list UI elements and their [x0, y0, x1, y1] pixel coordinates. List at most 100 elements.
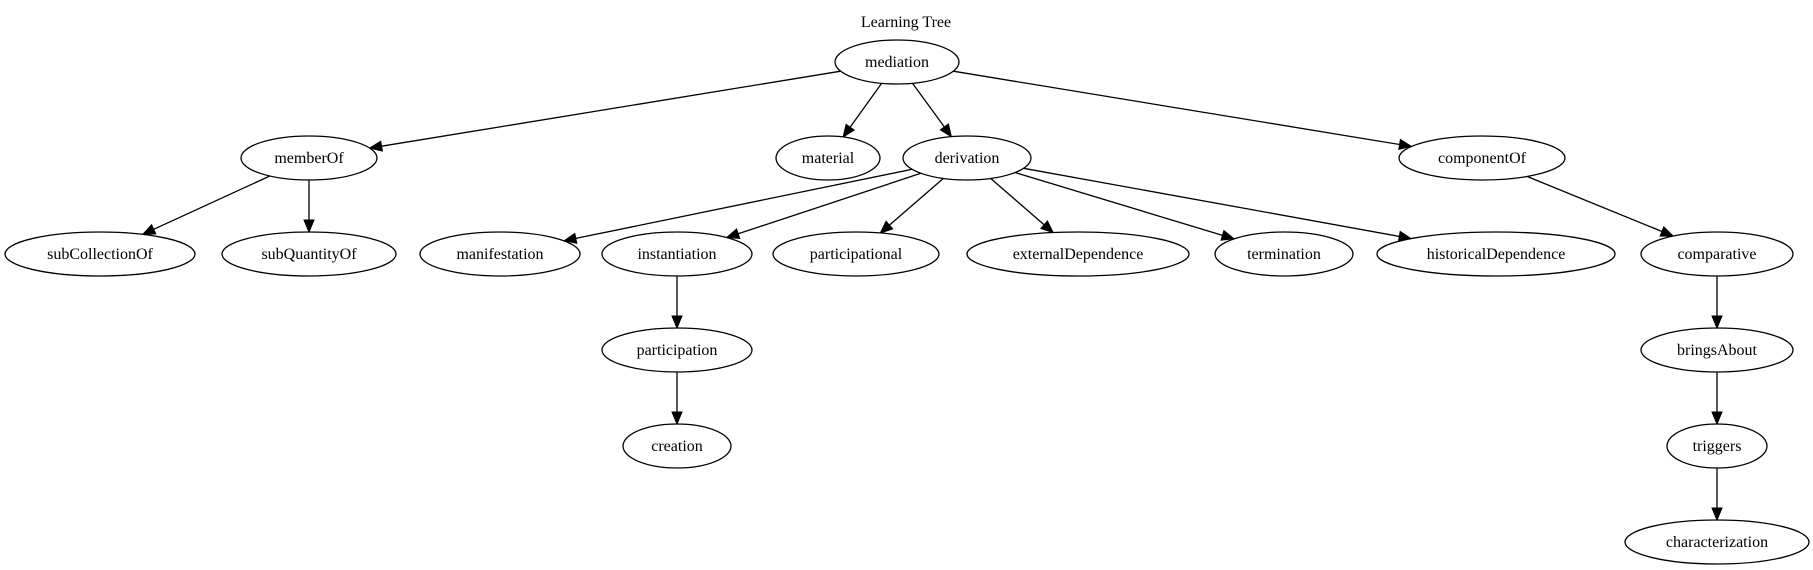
node-triggers: triggers — [1666, 423, 1768, 469]
edge-line — [1526, 175, 1663, 233]
arrowhead-icon — [303, 219, 315, 234]
edge-line — [990, 177, 1045, 226]
node-ellipse — [775, 135, 881, 181]
edge-line — [381, 70, 841, 147]
arrowhead-icon — [879, 220, 894, 234]
node-mediation: mediation — [834, 39, 960, 85]
node-ellipse — [902, 135, 1032, 181]
edge-memberOf-to-subCollectionOf — [141, 175, 271, 235]
node-ellipse — [1640, 327, 1794, 373]
node-subQuantityOf: subQuantityOf — [221, 231, 397, 277]
edge-mediation-to-derivation — [911, 82, 953, 138]
node-ellipse — [1214, 231, 1354, 277]
node-label: material — [802, 150, 855, 167]
edge-line — [1014, 171, 1223, 237]
edge-participation-to-creation — [671, 372, 683, 426]
edge-line — [953, 70, 1400, 146]
node-ellipse — [772, 231, 940, 277]
node-instantiation: instantiation — [601, 231, 753, 277]
node-label: derivation — [935, 150, 1000, 167]
node-externalDependence: externalDependence — [966, 231, 1190, 277]
node-label: participational — [810, 246, 903, 263]
edge-componentOf-to-comparative — [1526, 175, 1675, 237]
node-componentOf: componentOf — [1398, 135, 1566, 181]
node-ellipse — [834, 39, 960, 85]
arrowhead-icon — [1220, 229, 1236, 241]
node-ellipse — [966, 231, 1190, 277]
edge-line — [153, 175, 271, 230]
arrowhead-icon — [141, 223, 157, 235]
nodes-layer: mediation memberOf material derivation compo… — [4, 39, 1810, 565]
node-manifestation: manifestation — [419, 231, 581, 277]
edge-instantiation-to-participation — [671, 276, 683, 330]
node-ellipse — [1666, 423, 1768, 469]
node-label: participation — [637, 342, 718, 359]
node-label: comparative — [1677, 246, 1756, 263]
arrowhead-icon — [725, 228, 741, 240]
node-ellipse — [240, 135, 378, 181]
edge-triggers-to-characterization — [1711, 468, 1723, 522]
node-ellipse — [601, 327, 753, 373]
edge-memberOf-to-subQuantityOf — [303, 180, 315, 234]
node-label: componentOf — [1438, 150, 1527, 167]
node-participational: participational — [772, 231, 940, 277]
edge-derivation-to-instantiation — [725, 172, 922, 240]
edge-derivation-to-termination — [1014, 171, 1236, 241]
node-ellipse — [1398, 135, 1566, 181]
edge-derivation-to-externalDependence — [990, 177, 1055, 234]
node-derivation: derivation — [902, 135, 1032, 181]
node-memberOf: memberOf — [240, 135, 378, 181]
edge-derivation-to-manifestation — [562, 168, 913, 244]
edge-derivation-to-participational — [879, 177, 944, 234]
edge-comparative-to-bringsAbout — [1711, 276, 1723, 330]
node-label: subCollectionOf — [47, 246, 153, 263]
diagram-title: Learning Tree — [861, 14, 951, 31]
node-ellipse — [419, 231, 581, 277]
node-ellipse — [1640, 231, 1794, 277]
edge-line — [575, 168, 913, 240]
arrowhead-icon — [1398, 138, 1413, 151]
node-ellipse — [1376, 231, 1616, 277]
arrowhead-icon — [368, 140, 384, 152]
node-label: mediation — [865, 54, 929, 71]
edges-layer — [141, 70, 1723, 522]
node-label: externalDependence — [1013, 246, 1144, 263]
edge-line — [911, 82, 945, 128]
arrowhead-icon — [1659, 226, 1675, 237]
edge-mediation-to-memberOf — [368, 70, 841, 152]
node-label: bringsAbout — [1677, 342, 1758, 359]
edge-mediation-to-material — [842, 82, 883, 139]
node-label: historicalDependence — [1427, 246, 1566, 263]
arrowhead-icon — [842, 123, 856, 139]
edge-mediation-to-componentOf — [953, 70, 1413, 151]
arrowhead-icon — [1711, 315, 1723, 330]
node-label: manifestation — [456, 246, 543, 263]
arrowhead-icon — [939, 123, 953, 138]
node-ellipse — [4, 231, 196, 277]
node-label: triggers — [1693, 438, 1742, 455]
node-comparative: comparative — [1640, 231, 1794, 277]
arrowhead-icon — [1711, 507, 1723, 522]
node-material: material — [775, 135, 881, 181]
node-label: characterization — [1666, 534, 1768, 551]
arrowhead-icon — [1040, 219, 1055, 234]
node-historicalDependence: historicalDependence — [1376, 231, 1616, 277]
edge-derivation-to-historicalDependence — [1023, 167, 1413, 243]
node-label: subQuantityOf — [261, 246, 357, 263]
node-label: creation — [651, 438, 703, 455]
node-ellipse — [601, 231, 753, 277]
arrowhead-icon — [1711, 411, 1723, 426]
arrowhead-icon — [671, 411, 683, 426]
node-ellipse — [221, 231, 397, 277]
node-creation: creation — [622, 423, 732, 469]
edge-line — [849, 82, 883, 128]
node-label: memberOf — [274, 150, 344, 167]
arrowhead-icon — [671, 315, 683, 330]
arrowhead-icon — [562, 232, 578, 244]
node-label: instantiation — [637, 246, 716, 263]
node-ellipse — [622, 423, 732, 469]
node-participation: participation — [601, 327, 753, 373]
edge-bringsAbout-to-triggers — [1711, 372, 1723, 426]
node-bringsAbout: bringsAbout — [1640, 327, 1794, 373]
